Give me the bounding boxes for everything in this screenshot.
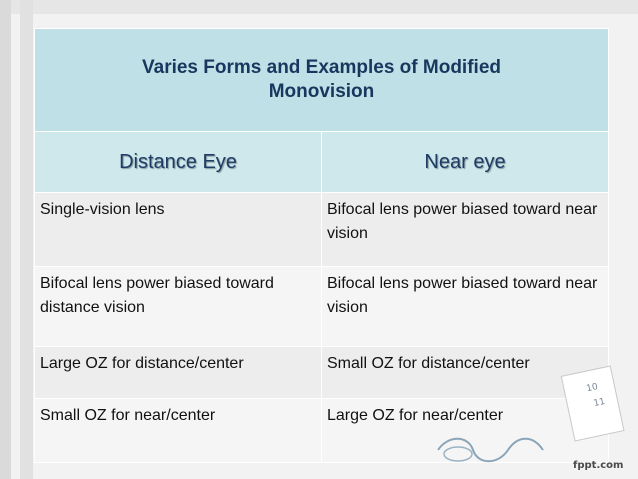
swirl-loop [443,446,473,462]
cell-near: Bifocal lens power biased toward near vi… [321,192,609,267]
background-stripe [0,0,11,479]
swirl-decoration-icon [437,437,544,463]
slide-title: Varies Forms and Examples of Modified Mo… [142,57,501,102]
background-stripe [20,0,33,479]
cell-distance: Single-vision lens [34,192,322,267]
table-row: Single-vision lens Bifocal lens power bi… [34,192,609,267]
calendar-decoration-icon: 10 11 [560,365,625,442]
table-row: Large OZ for distance/center Small OZ fo… [34,346,609,399]
cell-distance: Bifocal lens power biased toward distanc… [34,266,322,347]
cell-near: Small OZ for distance/center [321,346,609,399]
background-band [0,0,638,14]
calendar-number: 11 [593,397,606,409]
cell-distance: Small OZ for near/center [34,398,322,463]
calendar-page [560,365,625,442]
slide-title-cell: Varies Forms and Examples of Modified Mo… [34,28,609,132]
table-row: Bifocal lens power biased toward distanc… [34,266,609,347]
brand-watermark: fppt.com [573,460,624,471]
header-near-eye: Near eye [321,131,609,193]
header-row: Distance Eye Near eye [34,131,609,193]
calendar-number: 10 [586,382,600,394]
title-row: Varies Forms and Examples of Modified Mo… [34,28,609,132]
table-row: Small OZ for near/center Large OZ for ne… [34,398,609,463]
header-distance-eye: Distance Eye [34,131,322,193]
swirl-path [437,437,544,463]
monovision-table: Varies Forms and Examples of Modified Mo… [34,28,609,463]
cell-near: Bifocal lens power biased toward near vi… [321,266,609,347]
cell-near: Large OZ for near/center [321,398,609,463]
cell-distance: Large OZ for distance/center [34,346,322,399]
